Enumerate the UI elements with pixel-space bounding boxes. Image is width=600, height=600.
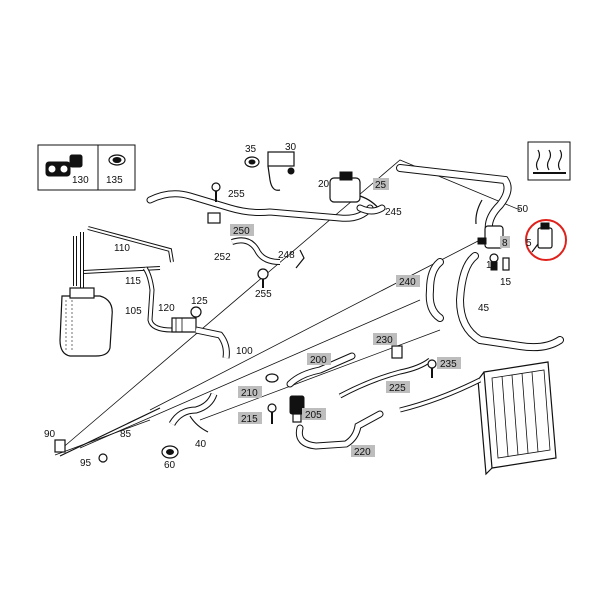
pipe-part-200 xyxy=(286,352,356,388)
label-135: 135 xyxy=(106,175,123,186)
label-240: 240 xyxy=(399,277,416,288)
label-60: 60 xyxy=(164,460,176,471)
fitting-part-15 xyxy=(502,257,510,271)
label-252: 252 xyxy=(214,252,231,263)
hose-part-100 xyxy=(195,326,230,359)
clamp-part-210 xyxy=(265,373,279,383)
label-255-upper: 255 xyxy=(228,189,245,200)
pipe-part-115 xyxy=(142,266,173,333)
circled-part-5 xyxy=(525,219,567,261)
clip-part-135 xyxy=(108,154,126,166)
valve-part-8 xyxy=(477,225,504,263)
label-200: 200 xyxy=(310,355,327,366)
label-125: 125 xyxy=(191,296,208,307)
clamp-part-125 xyxy=(190,306,202,318)
label-25: 25 xyxy=(375,180,387,191)
label-15: 15 xyxy=(500,277,512,288)
label-35: 35 xyxy=(245,144,257,155)
label-20: 20 xyxy=(318,179,330,190)
screw-part-255-lower xyxy=(257,268,269,288)
heater-icon xyxy=(527,141,571,181)
label-225: 225 xyxy=(389,383,406,394)
pipe-part-225 xyxy=(338,357,482,413)
rod-part-85 xyxy=(59,407,161,457)
screw-part-95 xyxy=(98,453,108,463)
label-235: 235 xyxy=(440,359,457,370)
label-85: 85 xyxy=(120,429,132,440)
reservoir-part-105 xyxy=(59,287,113,357)
label-105: 105 xyxy=(125,306,142,317)
label-90: 90 xyxy=(44,429,56,440)
label-205: 205 xyxy=(305,410,322,421)
hose-part-40 xyxy=(168,392,218,433)
label-250: 250 xyxy=(233,226,250,237)
grommet-part-60 xyxy=(161,445,179,459)
label-255-lower: 255 xyxy=(255,289,272,300)
hose-part-120 xyxy=(171,317,197,333)
pipe-250 xyxy=(146,190,374,224)
label-5: 5 xyxy=(526,238,532,249)
label-210: 210 xyxy=(241,388,258,399)
hose-part-240 xyxy=(425,258,444,322)
valve-part-20 xyxy=(329,171,385,211)
label-10: 10 xyxy=(486,260,498,271)
label-40: 40 xyxy=(195,439,207,450)
clamp-part-35 xyxy=(244,156,260,168)
label-45: 45 xyxy=(478,303,490,314)
hose-part-50 xyxy=(396,164,512,239)
label-30: 30 xyxy=(285,142,297,153)
label-245: 245 xyxy=(385,207,402,218)
inset-box-130-135 xyxy=(37,144,136,191)
hose-part-252 xyxy=(231,237,281,265)
bracket-part-90 xyxy=(54,439,66,453)
label-115: 115 xyxy=(125,276,141,287)
label-230: 230 xyxy=(376,335,393,346)
pipe-part-220 xyxy=(295,410,384,450)
hose-part-245 xyxy=(356,204,386,215)
label-8: 8 xyxy=(502,238,508,249)
screw-part-255-upper xyxy=(211,182,221,202)
label-120: 120 xyxy=(158,303,175,314)
pipe-part-110 xyxy=(73,226,174,290)
label-110: 110 xyxy=(114,243,130,254)
valve-part-205 xyxy=(289,395,305,423)
bracket-part-30 xyxy=(267,151,295,191)
label-95: 95 xyxy=(80,458,92,469)
clip-part-230 xyxy=(391,345,403,359)
part-labels: 130 135 35 30 20 255 245 50 10 15 5 110 … xyxy=(44,142,532,471)
boxed-labels: 25 8 250 240 200 230 235 225 210 215 205… xyxy=(230,178,510,458)
label-215: 215 xyxy=(241,414,258,425)
bracket-part-248 xyxy=(295,249,305,269)
label-100: 100 xyxy=(236,346,253,357)
heater-core xyxy=(477,361,557,476)
label-248: 248 xyxy=(278,250,295,261)
label-220: 220 xyxy=(354,447,371,458)
leader-lines xyxy=(54,159,521,456)
label-50: 50 xyxy=(517,204,529,215)
screw-part-215 xyxy=(267,403,277,424)
screw-part-235 xyxy=(427,359,437,378)
fitting-part-10 xyxy=(490,261,498,271)
label-130: 130 xyxy=(72,175,89,186)
clip-part-130 xyxy=(45,154,83,177)
hose-part-45 xyxy=(455,252,564,352)
